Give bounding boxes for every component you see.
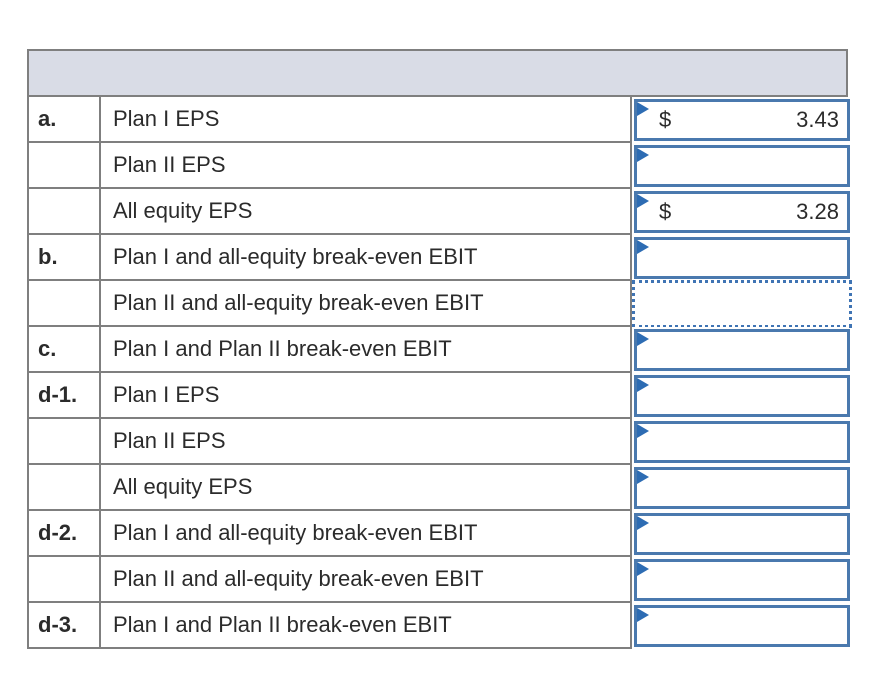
cell-flag-icon <box>637 102 650 117</box>
row-description: Plan I and Plan II break-even EBIT <box>101 327 632 373</box>
row-label: c. <box>27 327 101 373</box>
cell-flag-icon <box>637 424 650 439</box>
answer-input[interactable] <box>634 421 850 463</box>
answer-cell: $ 3.43 <box>632 97 850 143</box>
answer-input[interactable] <box>634 605 850 647</box>
answer-cell <box>632 557 850 603</box>
row-description: Plan II and all-equity break-even EBIT <box>101 557 632 603</box>
row-description: Plan I EPS <box>101 373 632 419</box>
currency-symbol: $ <box>659 199 672 224</box>
answer-value: 3.28 <box>796 199 839 224</box>
cell-flag-icon <box>637 194 650 209</box>
row-description: Plan II EPS <box>101 419 632 465</box>
answer-cell <box>632 511 850 557</box>
row-description: Plan I EPS <box>101 97 632 143</box>
cell-flag-icon <box>637 332 650 347</box>
row-label: a. <box>27 97 101 143</box>
answer-cell <box>632 327 850 373</box>
row-label: d-1. <box>27 373 101 419</box>
table-row: b. Plan I and all-equity break-even EBIT <box>27 235 850 281</box>
row-label <box>27 557 101 603</box>
table-row: Plan II EPS <box>27 419 850 465</box>
row-label <box>27 143 101 189</box>
answer-cell: $ 3.28 <box>632 189 850 235</box>
row-description: Plan II EPS <box>101 143 632 189</box>
cell-flag-icon <box>637 608 650 623</box>
table-row: c. Plan I and Plan II break-even EBIT <box>27 327 850 373</box>
question-table: a. Plan I EPS $ 3.43 Plan II EPS <box>27 49 852 649</box>
answer-cell <box>632 419 850 465</box>
table-row: d-3. Plan I and Plan II break-even EBIT <box>27 603 850 649</box>
table-row: All equity EPS <box>27 465 850 511</box>
answer-cell <box>632 373 850 419</box>
cell-flag-icon <box>637 378 650 393</box>
answer-input[interactable] <box>634 559 850 601</box>
row-label <box>27 189 101 235</box>
answer-cell <box>632 603 850 649</box>
table-row: All equity EPS $ 3.28 <box>27 189 850 235</box>
row-label <box>27 419 101 465</box>
cell-flag-icon <box>637 516 650 531</box>
row-description: Plan II and all-equity break-even EBIT <box>101 281 632 327</box>
answer-input[interactable] <box>634 467 850 509</box>
row-description: Plan I and Plan II break-even EBIT <box>101 603 632 649</box>
answer-input[interactable] <box>634 329 850 371</box>
row-description: Plan I and all-equity break-even EBIT <box>101 235 632 281</box>
answer-input[interactable] <box>634 145 850 187</box>
cell-flag-icon <box>637 470 650 485</box>
answer-input[interactable] <box>634 237 850 279</box>
table-row: Plan II EPS <box>27 143 850 189</box>
row-label <box>27 281 101 327</box>
row-description: All equity EPS <box>101 189 632 235</box>
table-row: Plan II and all-equity break-even EBIT <box>27 557 850 603</box>
answer-cell <box>632 143 850 189</box>
table-row: Plan II and all-equity break-even EBIT <box>27 280 852 328</box>
row-label <box>27 465 101 511</box>
cell-flag-icon <box>637 562 650 577</box>
table-row: a. Plan I EPS $ 3.43 <box>27 97 850 143</box>
answer-input[interactable] <box>634 513 850 555</box>
answer-input[interactable]: $ 3.28 <box>634 191 850 233</box>
currency-symbol: $ <box>659 107 672 132</box>
table-header <box>27 49 848 97</box>
row-label: d-3. <box>27 603 101 649</box>
answer-input[interactable] <box>632 280 852 328</box>
table-body: a. Plan I EPS $ 3.43 Plan II EPS <box>27 97 852 649</box>
row-description: Plan I and all-equity break-even EBIT <box>101 511 632 557</box>
answer-cell <box>632 465 850 511</box>
row-label: b. <box>27 235 101 281</box>
row-description: All equity EPS <box>101 465 632 511</box>
answer-input[interactable]: $ 3.43 <box>634 99 850 141</box>
cell-flag-icon <box>637 240 650 255</box>
answer-cell <box>632 280 852 328</box>
answer-value: 3.43 <box>796 107 839 132</box>
answer-cell <box>632 235 850 281</box>
answer-input[interactable] <box>634 375 850 417</box>
cell-flag-icon <box>637 148 650 163</box>
table-row: d-2. Plan I and all-equity break-even EB… <box>27 511 850 557</box>
row-label: d-2. <box>27 511 101 557</box>
table-row: d-1. Plan I EPS <box>27 373 850 419</box>
